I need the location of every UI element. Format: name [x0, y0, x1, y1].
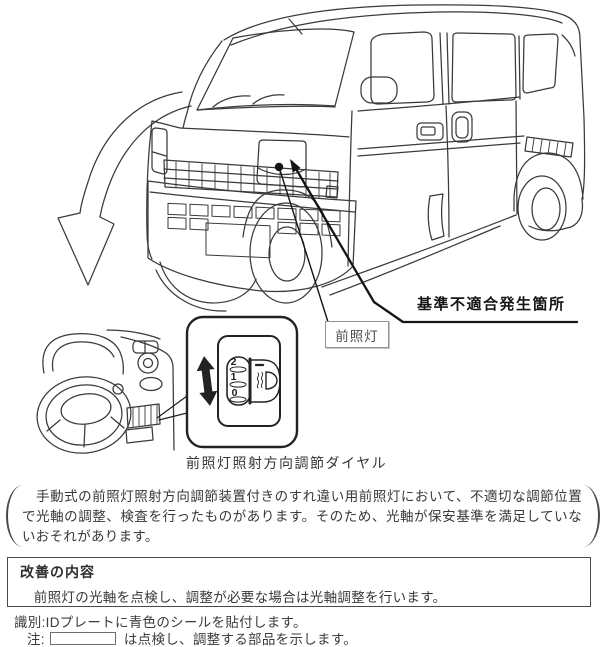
up-down-arrow-icon	[196, 356, 218, 406]
license-plate	[205, 222, 271, 259]
dial-position-1: 1	[230, 371, 237, 383]
door-mirror	[360, 76, 398, 104]
headlamp-outline	[256, 139, 307, 188]
defect-location-label: 基準不適合発生箇所	[417, 296, 566, 313]
headlight-leveling-icon	[254, 363, 278, 390]
steering-wheel-drawing	[36, 329, 175, 454]
leader-arrowhead-icon	[290, 159, 301, 173]
identification-note: 識別:IDプレートに青色のシールを貼付します。	[14, 615, 307, 630]
legend-note-prefix: 注:	[27, 632, 45, 647]
defect-leader-line	[290, 160, 579, 324]
legend-note-suffix: は点検し、調整する部品を示します。	[123, 632, 358, 647]
antenna-line	[288, 18, 303, 35]
dial-position-2: 2	[230, 356, 237, 368]
legend-box-symbol	[49, 631, 116, 645]
right-bracket	[583, 485, 600, 547]
grille-emblem	[325, 185, 339, 199]
headlamp-callout-box: 前照灯	[325, 321, 389, 348]
curved-down-arrow-icon	[57, 91, 192, 286]
remedy-title: 改善の内容	[20, 564, 95, 580]
leveling-switch-panel	[126, 403, 161, 429]
legend-note: 注: は点検し、調整する部品を示します。	[27, 628, 357, 647]
ignition-switch	[112, 383, 124, 395]
left-bracket	[6, 485, 23, 547]
defect-description: 手動式の前照灯照射方向調節装置付きのすれ違い用前照灯において、不適切な調節位置で…	[22, 489, 582, 544]
callout-lines	[274, 159, 579, 324]
dial-zoom-box	[156, 315, 299, 449]
van-line-drawing	[146, 4, 586, 312]
dial-caption: 前照灯照射方向調節ダイヤル	[186, 455, 388, 471]
remedy-box: 改善の内容 前照灯の光軸を点検し、調整が必要な場合は光軸調整を行います。	[7, 557, 591, 607]
dial-position-0: 0	[231, 387, 238, 399]
remedy-body: 前照灯の光軸を点検し、調整が必要な場合は光軸調整を行います。	[20, 590, 447, 605]
